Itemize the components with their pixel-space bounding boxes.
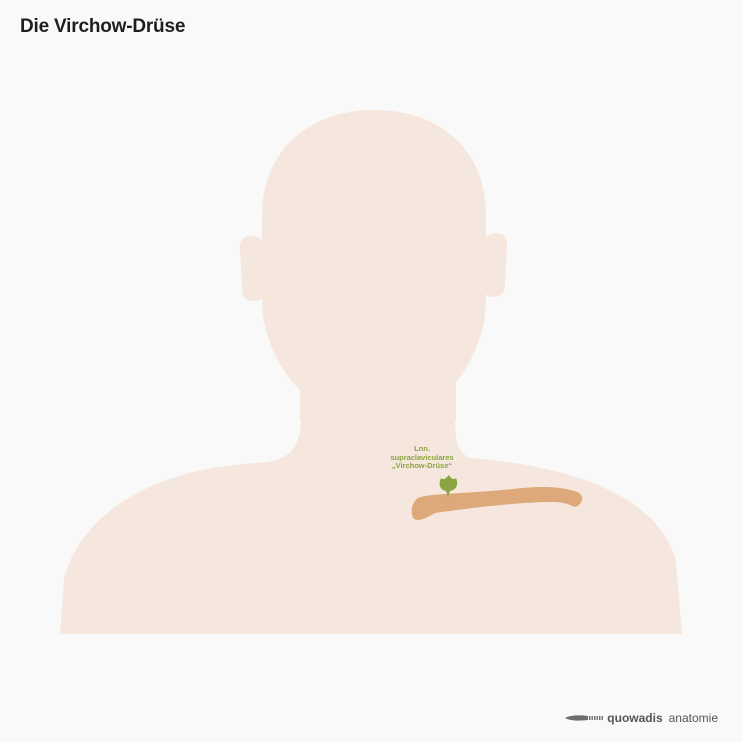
lymph-node-label-line3: „Virchow-Drüse“ bbox=[391, 461, 453, 470]
brand-subtitle: anatomie bbox=[668, 711, 718, 725]
brand-name: quowadis bbox=[607, 711, 663, 725]
brand-logo: quowadis anatomie bbox=[564, 711, 718, 725]
torso-silhouette bbox=[60, 395, 682, 634]
right-ear bbox=[482, 232, 508, 298]
lymph-node-label-line2: supraclaviculares bbox=[390, 452, 454, 462]
page-title: Die Virchow-Drüse bbox=[20, 16, 186, 37]
left-ear bbox=[239, 235, 266, 302]
virchow-node-icon bbox=[439, 475, 458, 497]
scalpel-icon bbox=[565, 715, 604, 721]
head-silhouette bbox=[262, 110, 486, 405]
clavicle bbox=[411, 486, 583, 520]
lymph-node-label: Lnn. supraclaviculares „Virchow-Drüse“ bbox=[372, 444, 472, 471]
lymph-node-label-line1: Lnn. bbox=[414, 444, 430, 453]
